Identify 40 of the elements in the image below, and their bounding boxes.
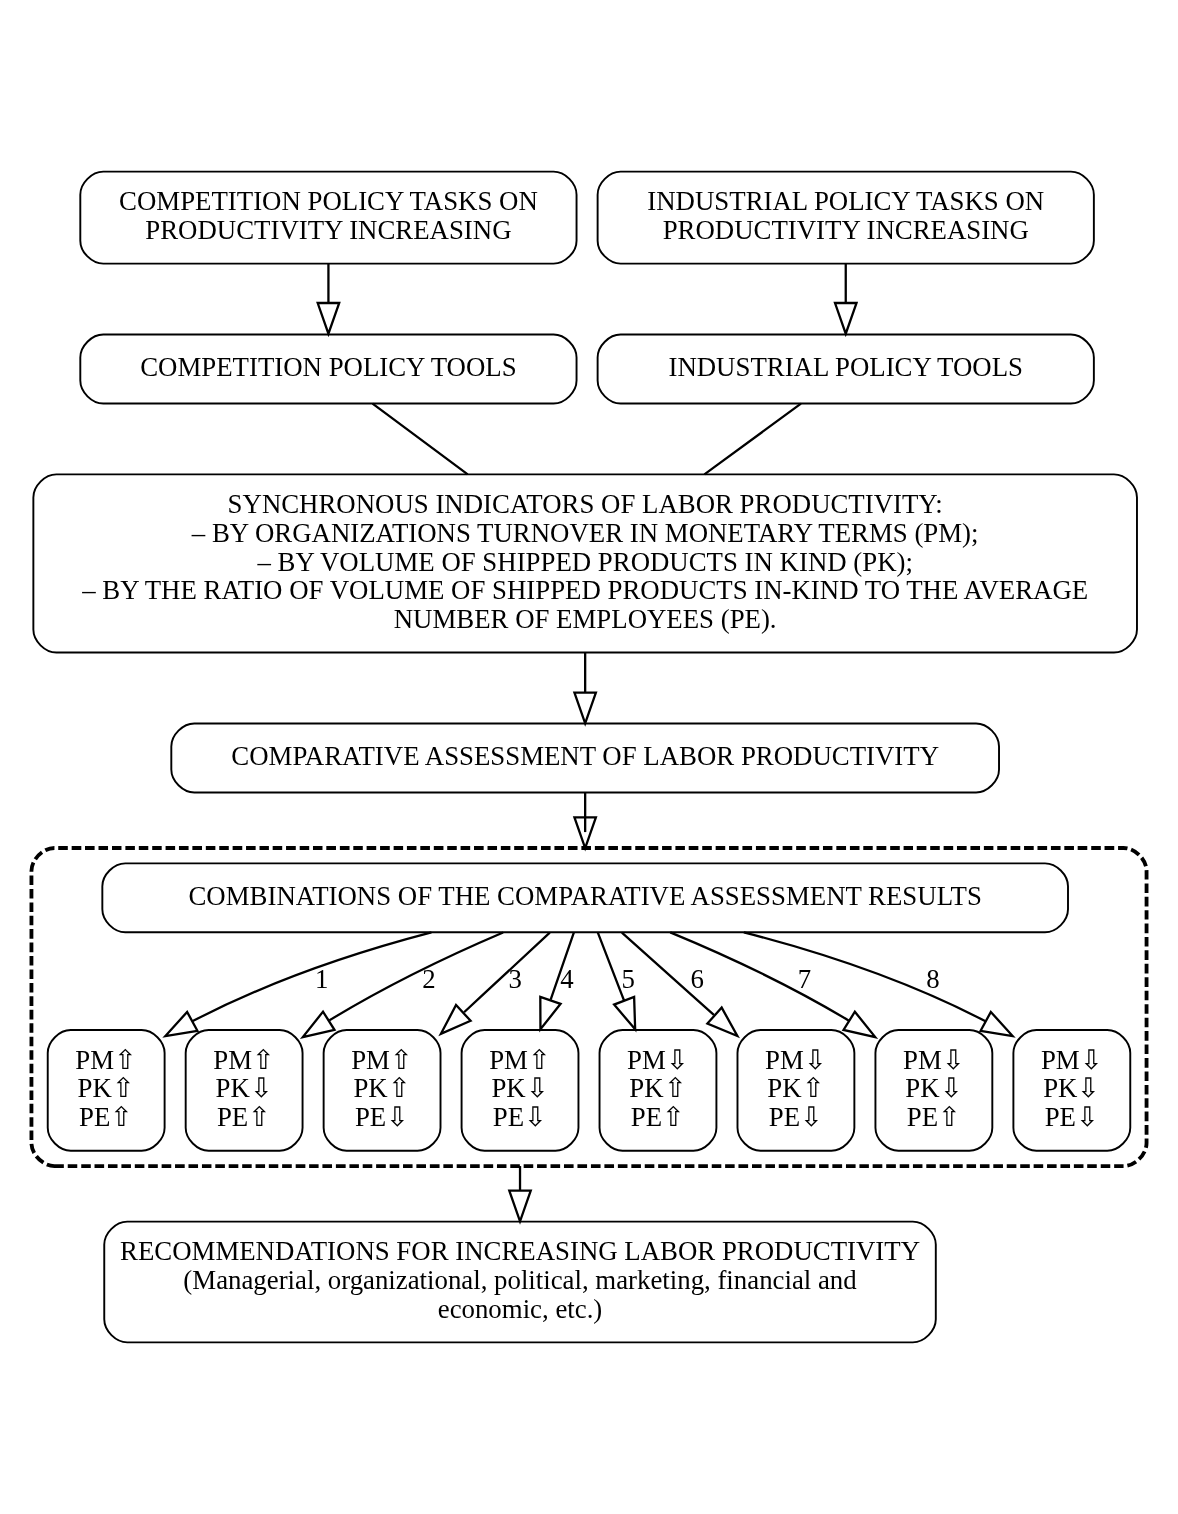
node-box: PM⇧ PK⇩ PE⇧ (184, 1029, 304, 1152)
cluster (29, 846, 1149, 1168)
node-box: COMPETITION POLICY TOOLS (79, 333, 578, 405)
node-box: RECOMMENDATIONS FOR INCREASING LABOR PRODUCTIVITY (Managerial, organizational, political, marketing, financial and economic, etc.) (103, 1220, 937, 1344)
node-box: PM⇧ PK⇩ PE⇩ (460, 1029, 580, 1152)
arrow (162, 931, 432, 1038)
node-box: PM⇩ PK⇩ PE⇧ (874, 1029, 994, 1152)
node-box: COMPARATIVE ASSESSMENT OF LABOR PRODUCTIVITY (170, 722, 1000, 794)
edge-label: 1 (315, 964, 329, 995)
edge-label: 2 (422, 964, 436, 995)
arrow (621, 931, 740, 1039)
node-box: COMBINATIONS OF THE COMPARATIVE ASSESSMENT RESULTS (101, 862, 1069, 934)
node-box: PM⇧ PK⇧ PE⇧ (46, 1029, 166, 1152)
edge-label: 6 (690, 964, 704, 995)
node-box: INDUSTRIAL POLICY TOOLS (596, 333, 1095, 405)
arrow (669, 931, 879, 1039)
edge-label: 5 (621, 964, 635, 995)
arrow (572, 652, 598, 727)
edge-label: 7 (797, 964, 812, 995)
arrow (743, 931, 1016, 1038)
arrow (299, 931, 504, 1039)
connector (371, 402, 469, 476)
arrow (572, 792, 598, 852)
node-box: PM⇩ PK⇧ PE⇩ (736, 1029, 856, 1152)
arrow (316, 263, 341, 338)
node-box: PM⇩ PK⇧ PE⇧ (598, 1029, 718, 1152)
edge-label: 3 (508, 964, 522, 995)
node-box: PM⇩ PK⇩ PE⇩ (1012, 1029, 1132, 1152)
node-box: PM⇧ PK⇧ PE⇩ (322, 1029, 442, 1152)
edge-label: 8 (926, 964, 940, 995)
node-box: INDUSTRIAL POLICY TASKS ON PRODUCTIVITY INCREASING (596, 170, 1095, 265)
arrow (539, 932, 575, 1033)
node-box: SYNCHRONOUS INDICATORS OF LABOR PRODUCTIVITY: – BY ORGANIZATIONS TURNOVER IN MONETARY TERMS (PM); – BY VOLUME OF SHIPPED PRODUCTS IN KIND (PK); – BY THE RATIO OF VOLUME OF SHIPPED PRODUCTS IN-KIND TO THE AVERAGE NUMBER OF EMPLOYEES (PE). (32, 473, 1138, 654)
node-box: COMPETITION POLICY TASKS ON PRODUCTIVITY INCREASING (79, 170, 578, 265)
connector (703, 402, 802, 476)
arrow (596, 932, 637, 1033)
arrow (438, 931, 551, 1037)
arrow (507, 1166, 533, 1225)
edge-label: 4 (560, 964, 574, 995)
arrow (833, 263, 859, 338)
